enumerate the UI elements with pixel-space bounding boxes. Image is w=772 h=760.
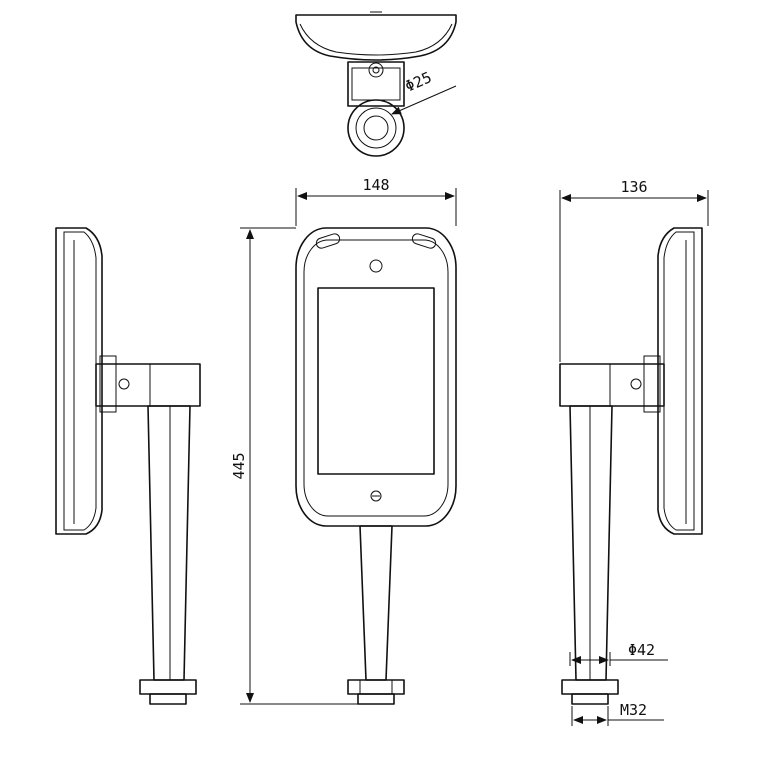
left-side-view: [55, 227, 201, 705]
dimension-height: 445: [230, 227, 358, 705]
dim-label-height: 445: [230, 452, 248, 479]
dimension-side-depth: 136: [559, 178, 709, 362]
dim-label-thread: M32: [620, 701, 647, 719]
dim-label-side-depth: 136: [620, 178, 647, 196]
dim-label-top-diameter: Φ25: [402, 68, 434, 95]
dim-label-width: 148: [362, 176, 389, 194]
top-view: [295, 11, 457, 157]
front-view: [295, 227, 457, 705]
dimension-width: 148: [295, 176, 457, 226]
right-side-view: [559, 227, 703, 705]
dimension-pole-diameter: Φ42: [569, 641, 668, 666]
dimension-thread: M32: [571, 701, 664, 726]
dim-label-pole-diameter: Φ42: [628, 641, 655, 659]
dimension-top-diameter: Φ25: [391, 68, 457, 115]
